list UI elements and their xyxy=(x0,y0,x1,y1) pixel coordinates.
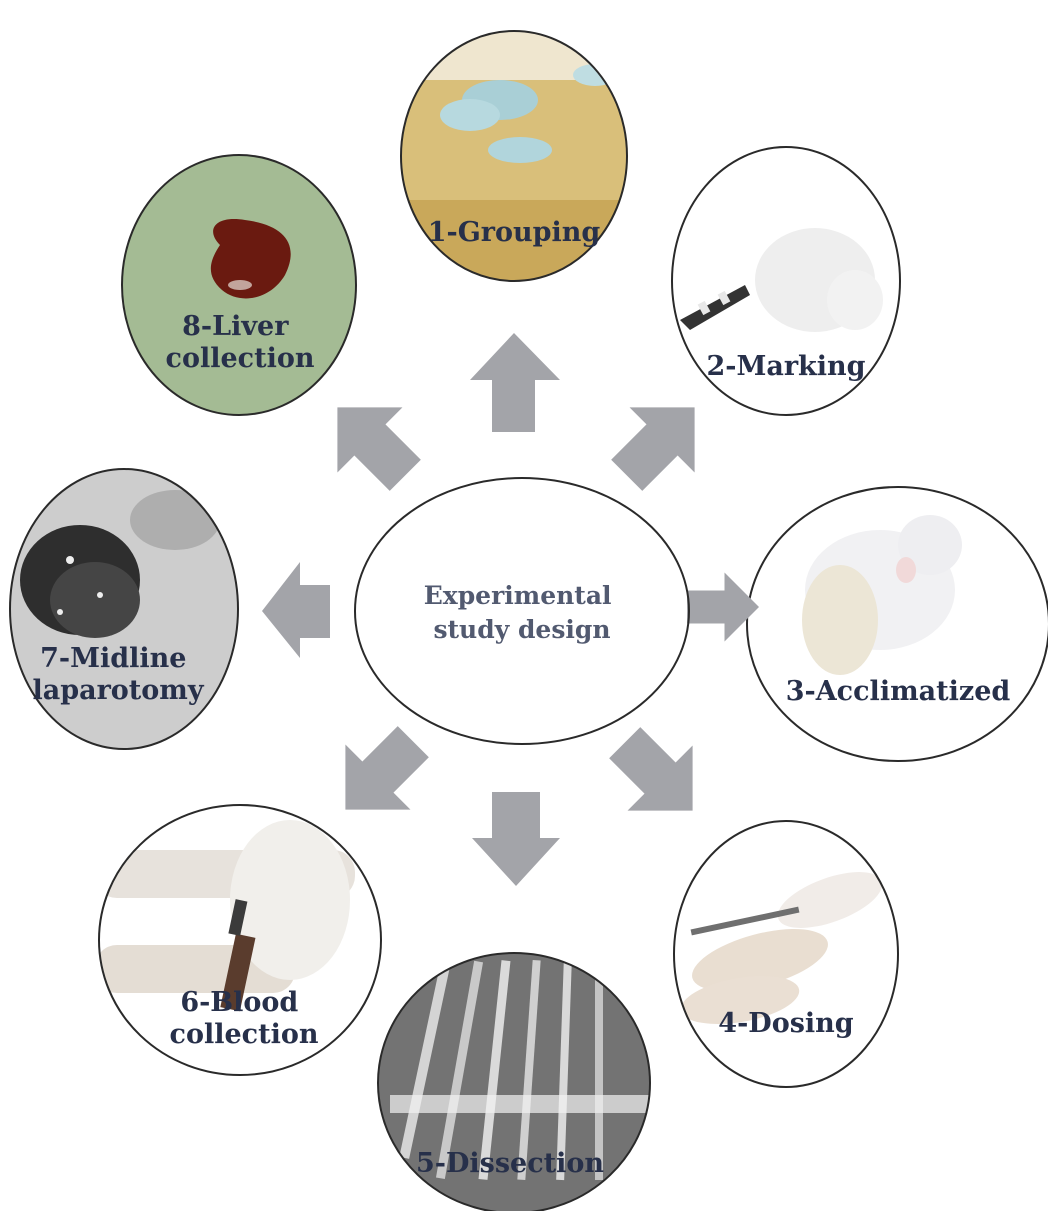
step-label-midline-laparotomy: 7-Midline laparotomy xyxy=(32,643,204,706)
excised-liver-photo xyxy=(120,150,360,420)
step-label-acclimatized: 3-Acclimatized xyxy=(786,676,1011,707)
step-label-blood-collection: 6-Blood collection xyxy=(170,987,319,1050)
step-dissection: 5-Dissection xyxy=(375,950,655,1211)
arrow-to-dosing xyxy=(592,710,725,843)
step-label-liver-collection: 8-Liver collection xyxy=(166,311,315,374)
oral-gavage-photo xyxy=(670,820,902,1090)
arrow-to-liver-collection xyxy=(305,375,438,508)
arrow-to-dissection xyxy=(472,792,560,886)
opened-abdomen-photo xyxy=(5,465,245,755)
step-dosing: 4-Dosing xyxy=(670,820,902,1090)
arrow-to-grouping xyxy=(470,333,560,432)
arrow-to-midline-laparotomy xyxy=(262,562,330,658)
step-liver-collection: 8-Liver collection xyxy=(120,150,360,420)
step-blood-collection: 6-Blood collection xyxy=(95,800,385,1080)
step-marking: 2-Marking xyxy=(670,145,905,420)
step-label-marking: 2-Marking xyxy=(706,351,865,382)
center-node: Experimental study design xyxy=(355,478,689,744)
step-label-dissection: 5-Dissection xyxy=(416,1148,604,1179)
arrow-to-blood-collection xyxy=(313,709,446,842)
step-midline-laparotomy: 7-Midline laparotomy xyxy=(5,465,245,755)
step-acclimatized: 3-Acclimatized xyxy=(745,485,1048,765)
step-label-dosing: 4-Dosing xyxy=(718,1008,854,1039)
arrow-to-marking xyxy=(594,375,727,508)
step-label-grouping: 1-Grouping xyxy=(428,217,601,248)
step-grouping: 1-Grouping xyxy=(400,30,630,290)
center-title: Experimental study design xyxy=(424,581,621,644)
